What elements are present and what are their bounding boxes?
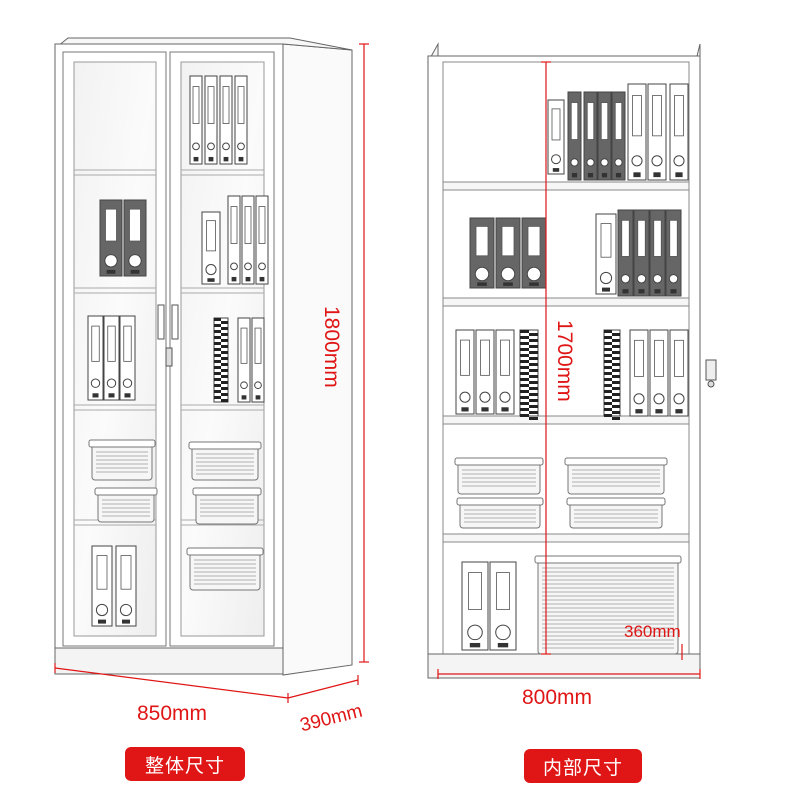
binder (629, 329, 649, 417)
storage-box (188, 441, 262, 481)
interior-cabinet-contents (454, 83, 689, 655)
binder (103, 315, 120, 401)
binder (119, 315, 136, 401)
binder (521, 217, 547, 289)
binder (189, 75, 203, 165)
binder (237, 317, 251, 403)
storage-box (94, 487, 158, 523)
binder (567, 91, 582, 181)
width-dimension-line (54, 667, 289, 699)
storage-box (192, 487, 262, 525)
binder (99, 199, 123, 277)
binder (495, 217, 521, 289)
inner-size-badge: 内部尺寸 (524, 749, 642, 783)
binder (495, 329, 515, 415)
binder (595, 213, 617, 295)
overall-height-label: 1800mm (320, 306, 343, 388)
binder (234, 75, 248, 165)
overall-size-badge: 整体尺寸 (125, 747, 245, 781)
binder (647, 83, 667, 181)
binder (201, 211, 221, 285)
interior-shelves (442, 181, 690, 543)
binder (669, 329, 689, 417)
storage-box (566, 497, 666, 529)
binder (489, 561, 517, 651)
binder (219, 75, 233, 165)
storage-box (564, 457, 668, 495)
inner-width-label: 800mm (522, 686, 593, 709)
striped-binder (519, 329, 539, 420)
binder (469, 217, 495, 289)
interior-lock (705, 359, 717, 381)
door-lock (165, 347, 173, 367)
binder (665, 209, 682, 297)
binder (583, 91, 598, 181)
binder (649, 329, 669, 417)
binder (611, 91, 626, 181)
overall-cabinet-contents (87, 75, 269, 627)
storage-box (88, 439, 156, 481)
binder (547, 99, 565, 175)
storage-box (534, 555, 682, 655)
depth-dimension-line (287, 679, 359, 699)
binder (461, 561, 489, 651)
shelf-spacing-label: 360mm (624, 622, 681, 641)
binder (627, 83, 647, 181)
binder (251, 317, 265, 403)
right-door-handle (171, 304, 179, 340)
left-door-handle (157, 304, 165, 340)
storage-box (454, 457, 544, 495)
binder (87, 315, 104, 401)
binder (227, 195, 241, 285)
binder (115, 545, 137, 627)
binder (123, 199, 147, 277)
storage-box (456, 497, 544, 529)
inner-height-label: 1700mm (553, 320, 576, 402)
binder (241, 195, 255, 285)
dimension-lines (54, 43, 701, 703)
binder (91, 545, 113, 627)
binder (617, 209, 634, 297)
striped-binder (603, 329, 621, 420)
binder (475, 329, 495, 415)
binder (455, 329, 475, 415)
binder (669, 83, 689, 181)
interior-lock-key (707, 380, 715, 388)
storage-box (186, 547, 264, 591)
binder (597, 91, 612, 181)
binder (633, 209, 650, 297)
binder (255, 195, 269, 285)
binder (649, 209, 666, 297)
interior-top-right-rail (696, 43, 701, 57)
striped-binder (213, 317, 229, 403)
overall-width-label: 850mm (137, 702, 208, 725)
binder (204, 75, 218, 165)
cabinet-base (54, 647, 284, 675)
